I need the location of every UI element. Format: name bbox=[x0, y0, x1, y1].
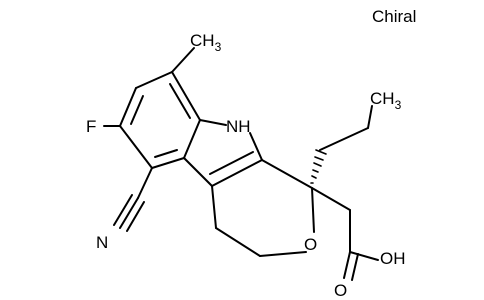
chiral-label: Chiral bbox=[372, 7, 416, 26]
bond-n-c9a bbox=[249, 132, 263, 161]
bond-c6-c8 bbox=[135, 71, 173, 89]
benzene-ring bbox=[119, 71, 201, 169]
bond-c5-nitrile-c bbox=[137, 167, 153, 199]
hashed-wedge-bond bbox=[310, 149, 327, 184]
fluorine-label: F bbox=[86, 117, 96, 136]
bond-double-c9a-c4a bbox=[209, 151, 254, 175]
bond-c9a-c1 bbox=[261, 159, 313, 189]
bond-c7a-c3b bbox=[183, 119, 201, 159]
bond-propyl-1 bbox=[319, 127, 369, 151]
propyl-methyl-label: CH3 bbox=[370, 89, 402, 112]
atom-labels: Chiral CH3 CH3 F NH N O O OH bbox=[86, 7, 416, 300]
substituents bbox=[103, 47, 379, 281]
nitrile-n-label: N bbox=[96, 233, 108, 252]
bond-c4-c5 bbox=[119, 125, 153, 169]
bond-cooh-double-o-1 bbox=[343, 251, 351, 279]
bond-double-c8-c7a bbox=[169, 83, 191, 119]
carbonyl-oxygen-label: O bbox=[334, 281, 347, 300]
bond-c3-c4 bbox=[215, 227, 261, 257]
bond-cooh-double-o-2 bbox=[351, 253, 359, 281]
bond-c4-c4a bbox=[211, 185, 217, 229]
bond-nitrile-triple-1 bbox=[119, 197, 139, 229]
bond-c4a-c3b bbox=[183, 157, 213, 187]
bond-cooh-oh bbox=[349, 251, 379, 261]
bond-c1-o bbox=[311, 187, 315, 233]
bond-double-c3b-c4 bbox=[154, 149, 178, 158]
indole-nh-label: NH bbox=[226, 117, 251, 136]
bond-c8-methyl bbox=[171, 47, 195, 73]
bond-c3b-c4 bbox=[151, 157, 185, 169]
pyran-ring bbox=[211, 159, 315, 257]
bond-o-c3 bbox=[259, 251, 307, 257]
bond-c7a-n bbox=[199, 119, 227, 126]
bond-c5-c6 bbox=[119, 87, 137, 127]
bond-c8-c7a bbox=[171, 71, 201, 121]
bond-nitrile-triple-3 bbox=[113, 194, 133, 226]
bond-c1-ch2 bbox=[311, 187, 351, 211]
ring-oxygen-label: O bbox=[304, 235, 317, 254]
pyrrole-ring bbox=[183, 119, 263, 187]
bond-nitrile-triple-2 bbox=[126, 201, 145, 232]
bond-double-c5-c6 bbox=[130, 95, 144, 125]
methyl-label: CH3 bbox=[190, 31, 222, 54]
hydroxyl-label: OH bbox=[380, 249, 406, 268]
bond-c9a-c4a bbox=[211, 159, 263, 187]
bond-propyl-2 bbox=[367, 105, 373, 129]
